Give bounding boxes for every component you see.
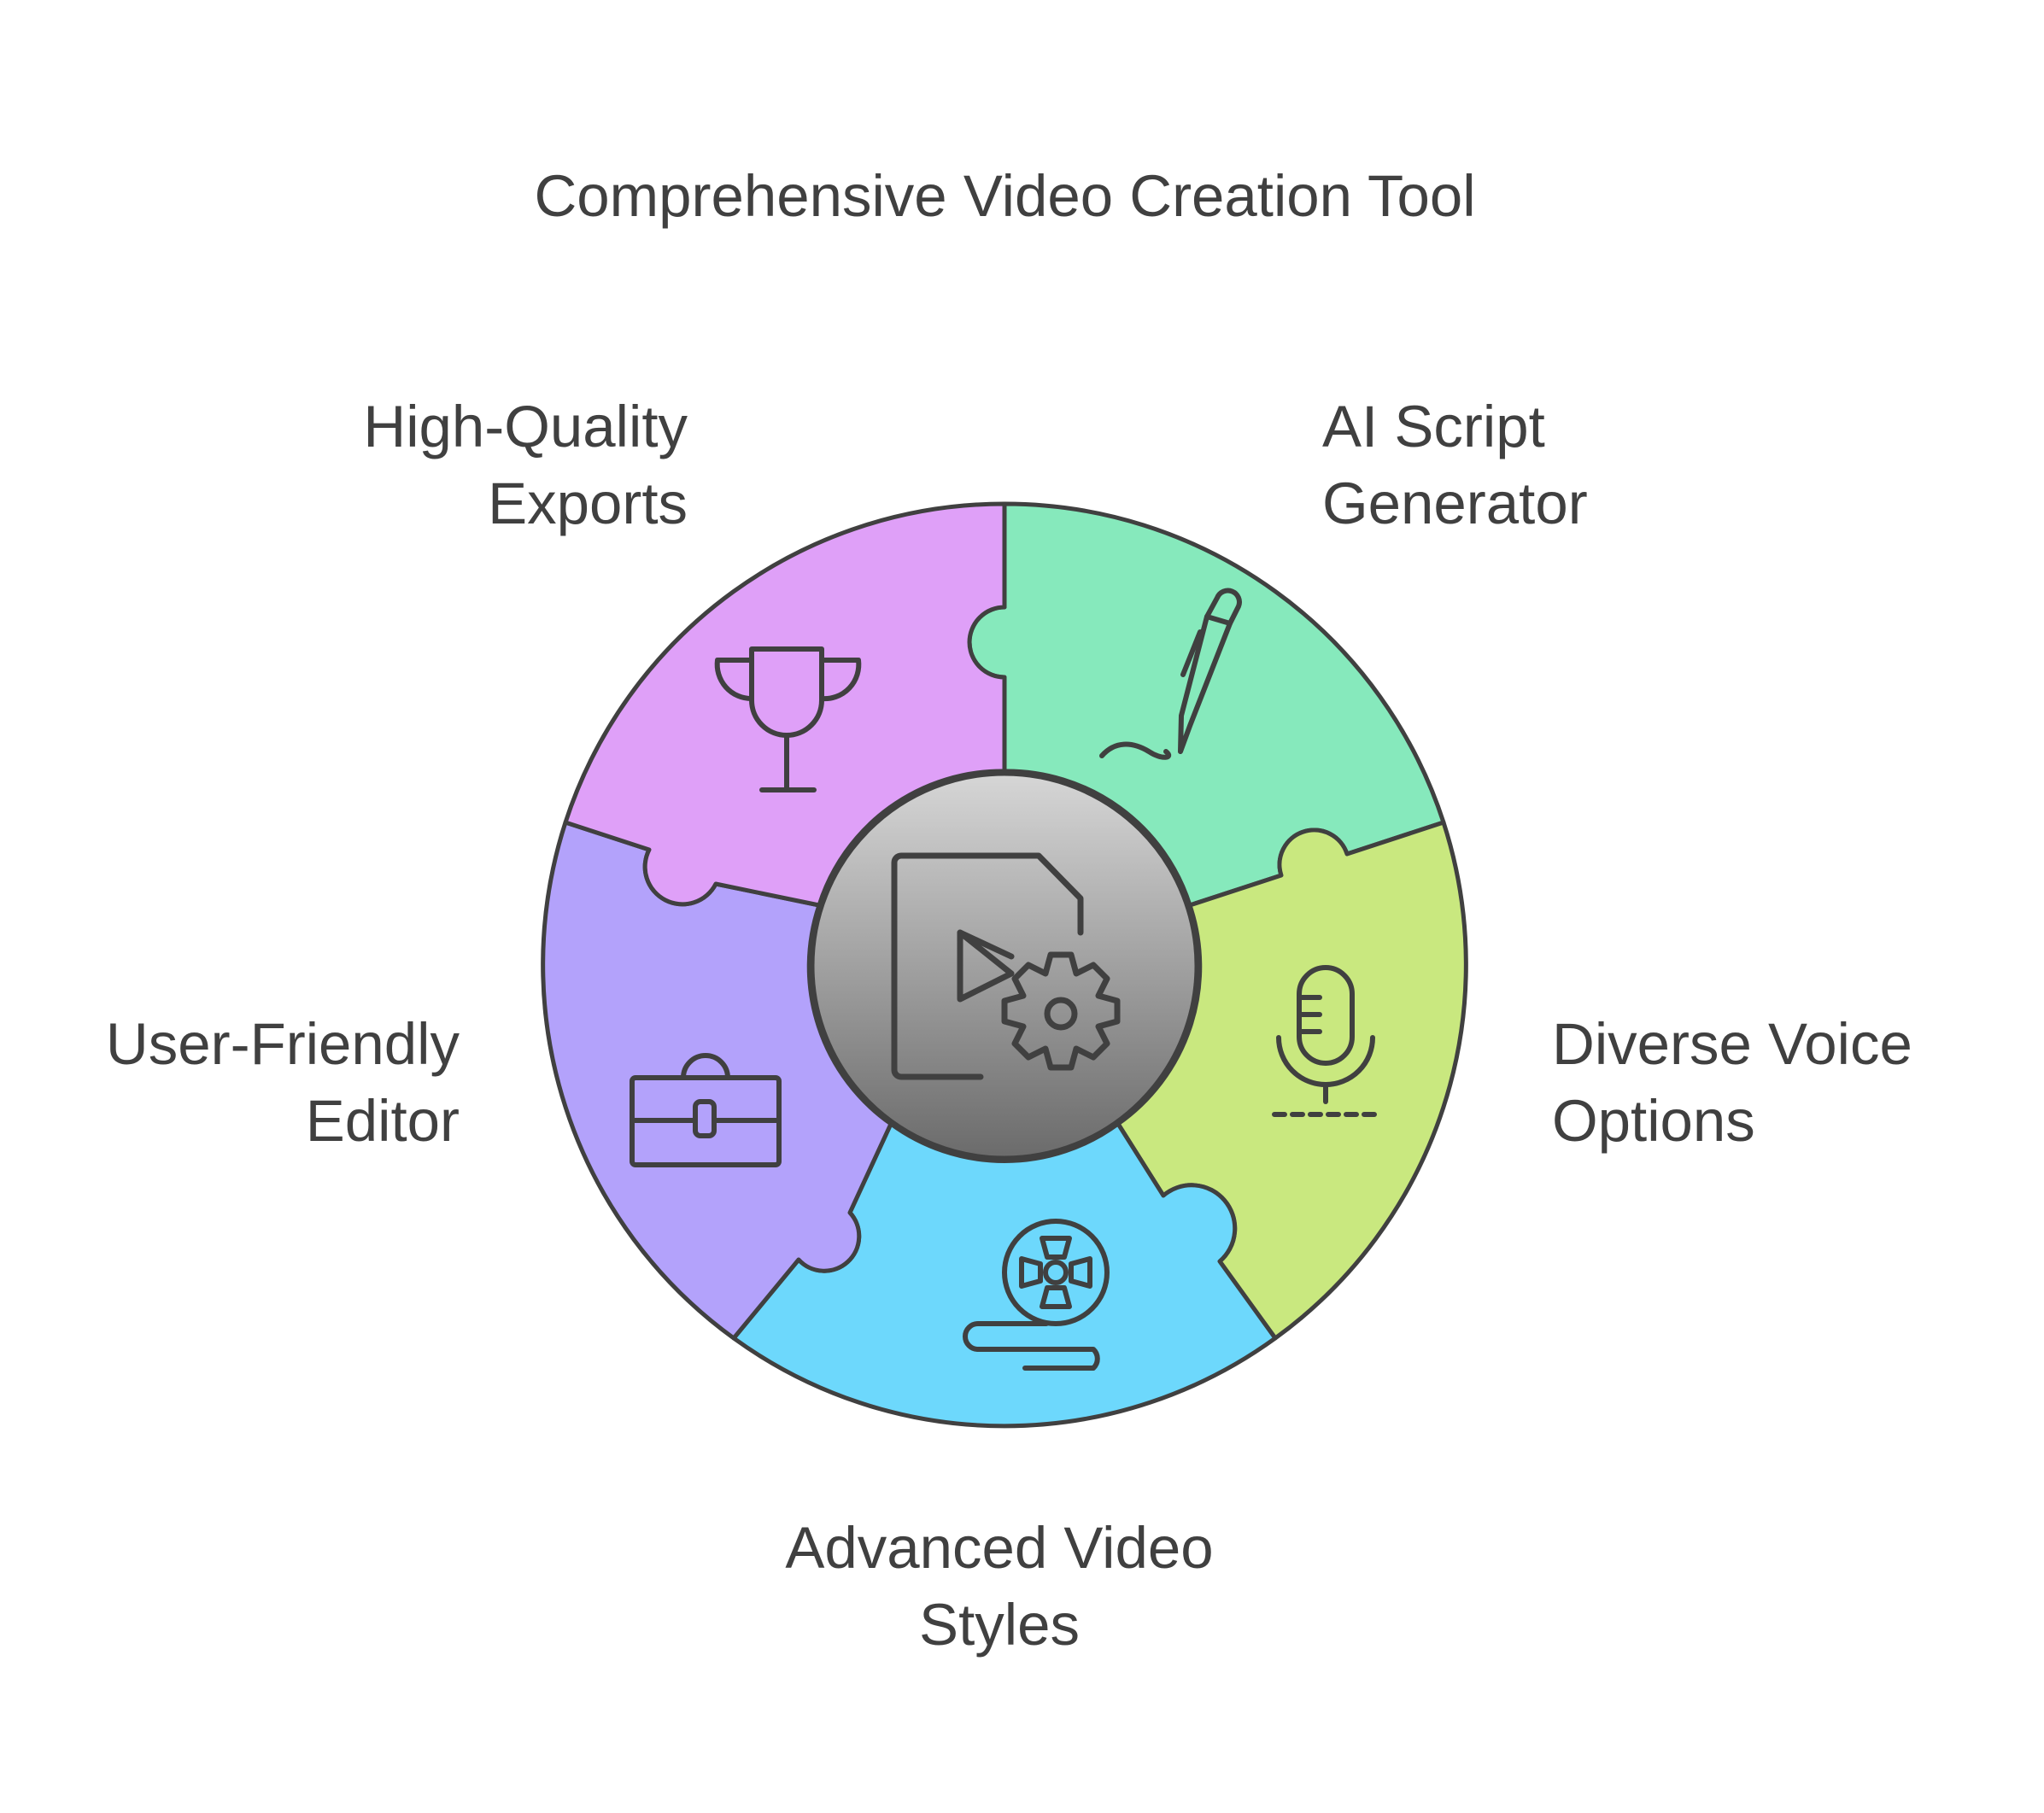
diagram-title: Comprehensive Video Creation Tool xyxy=(534,163,1476,229)
label-user-friendly-editor: User-Friendly Editor xyxy=(105,1011,460,1154)
microphone-icon xyxy=(1272,965,1382,1117)
toolbox-icon xyxy=(630,1053,782,1167)
label-high-quality-exports: High-Quality Exports xyxy=(363,394,688,536)
video-file-gear-icon xyxy=(891,852,1121,1080)
trophy-icon xyxy=(714,646,862,792)
label-advanced-video-styles: Advanced Video Styles xyxy=(785,1515,1214,1658)
pen-icon xyxy=(1099,588,1242,760)
label-diverse-voice-options: Diverse Voice Options xyxy=(1552,1011,1912,1154)
label-ai-script-generator: AI Script Generator xyxy=(1322,394,1588,536)
segment-high-quality-exports xyxy=(563,501,1007,908)
film-reel-icon xyxy=(963,1219,1110,1371)
